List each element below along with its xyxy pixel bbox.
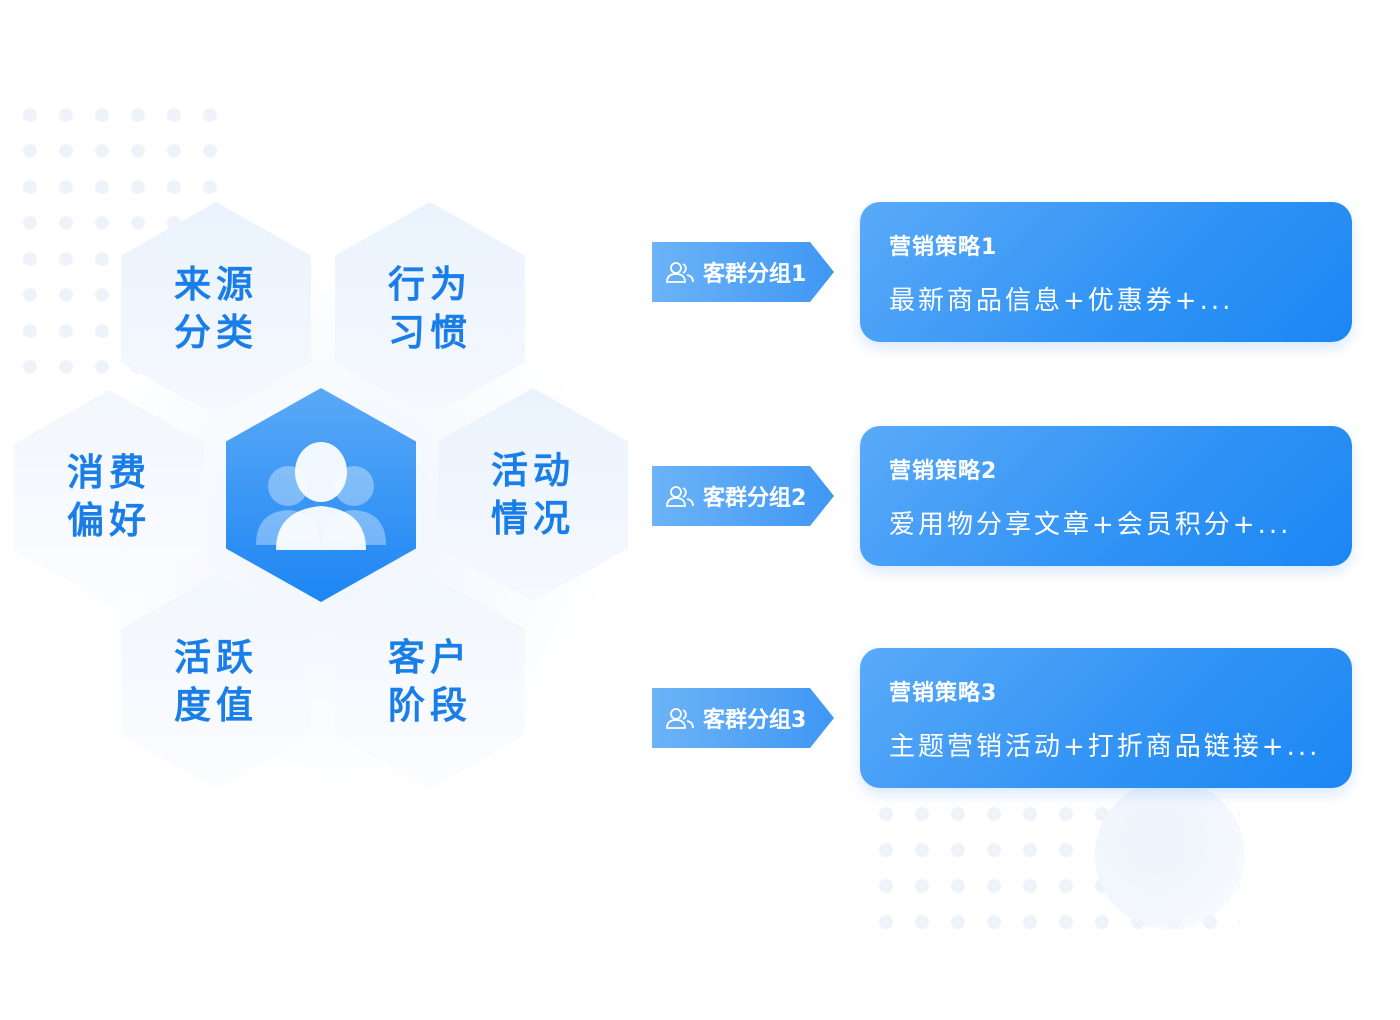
- strategy-card-2: 营销策略2 爱用物分享文章+会员积分+...: [860, 426, 1352, 566]
- hex-label-line: 来源: [174, 263, 258, 306]
- group-tag-2: 客群分组2: [652, 466, 834, 526]
- hex-active-value: 活跃 度值: [121, 575, 311, 789]
- hex-center-user: [226, 388, 416, 602]
- group-tag-label: 客群分组1: [703, 262, 807, 287]
- strategy-title: 营销策略3: [889, 681, 998, 706]
- strategy-description: 最新商品信息+优惠券+...: [889, 286, 1234, 316]
- strategy-title: 营销策略2: [889, 459, 998, 484]
- hex-label: 行为 习惯: [370, 261, 490, 357]
- group-tag-label: 客群分组2: [703, 486, 807, 511]
- users-icon: [666, 262, 694, 283]
- hex-label-line: 分类: [174, 311, 258, 354]
- strategy-card-3: 营销策略3 主题营销活动+打折商品链接+...: [860, 648, 1352, 788]
- hex-label-line: 情况: [491, 497, 575, 540]
- strategy-card-1: 营销策略1 最新商品信息+优惠券+...: [860, 202, 1352, 342]
- users-icon: [666, 708, 694, 729]
- background-circle: [1095, 780, 1245, 930]
- hex-label-line: 活跃: [174, 636, 258, 679]
- hex-label: 客户 阶段: [370, 634, 490, 730]
- group-tag-1: 客群分组1: [652, 242, 834, 302]
- strategy-title: 营销策略1: [889, 235, 998, 260]
- users-icon: [666, 486, 694, 507]
- hex-label: 来源 分类: [156, 261, 276, 357]
- hex-label-line: 消费: [67, 451, 151, 494]
- hex-label: 消费 偏好: [49, 449, 169, 545]
- user-group-icon: [256, 442, 386, 550]
- strategy-description: 主题营销活动+打折商品链接+...: [889, 732, 1321, 762]
- hex-label-line: 偏好: [67, 499, 151, 542]
- hex-label-line: 客户: [388, 636, 472, 679]
- hex-label-line: 度值: [174, 684, 258, 727]
- hex-label-line: 行为: [388, 263, 472, 306]
- hex-label: 活跃 度值: [156, 634, 276, 730]
- strategy-description: 爱用物分享文章+会员积分+...: [889, 510, 1292, 540]
- hex-label: 活动 情况: [473, 447, 593, 543]
- hex-customer-stage: 客户 阶段: [335, 575, 525, 789]
- hex-label-line: 阶段: [388, 684, 472, 727]
- group-tag-label: 客群分组3: [703, 708, 807, 733]
- group-tag-3: 客群分组3: [652, 688, 834, 748]
- hex-label-line: 活动: [491, 449, 575, 492]
- hex-label-line: 习惯: [388, 311, 472, 354]
